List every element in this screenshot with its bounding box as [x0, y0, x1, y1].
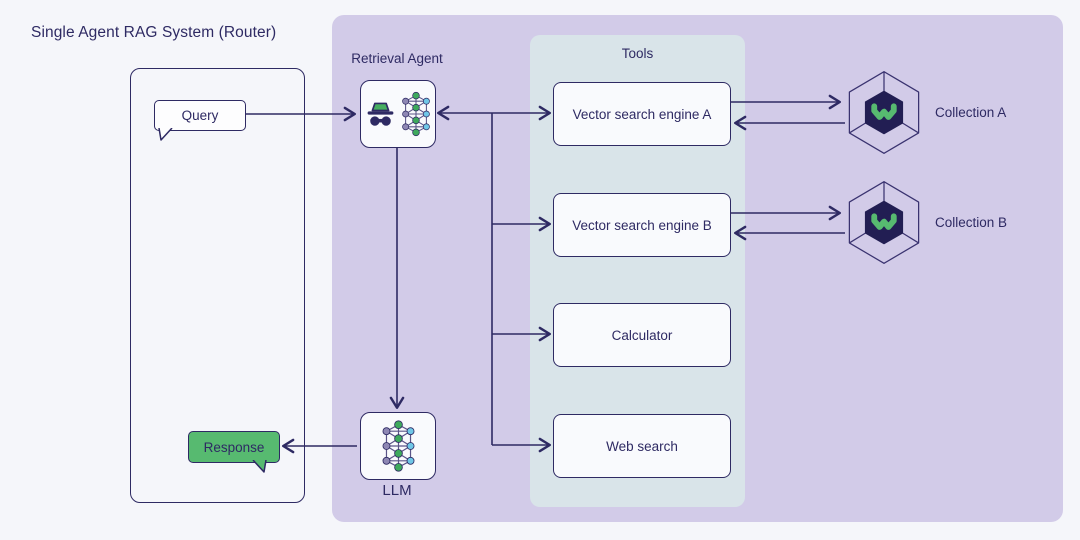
tool-calculator: Calculator [553, 303, 731, 367]
weaviate-w-glyph [871, 103, 897, 120]
tool-label: Vector search engine A [572, 106, 712, 122]
weaviate-collection-b-icon [848, 181, 920, 264]
client-boundary-box [130, 68, 305, 503]
retrieval-agent-label: Retrieval Agent [351, 51, 443, 66]
llm-label: LLM [382, 482, 412, 499]
query-bubble: Query [154, 100, 246, 131]
llm-node [360, 412, 436, 480]
retrieval-agent-node [360, 80, 436, 148]
incognito-agent-icon [367, 102, 393, 126]
response-bubble-tail [252, 459, 267, 473]
collection-a-label: Collection A [935, 105, 1007, 120]
tool-label: Calculator [611, 327, 673, 343]
neural-network-icon [382, 420, 414, 472]
tool-web-search: Web search [553, 414, 731, 478]
tool-label: Vector search engine B [572, 217, 712, 233]
response-label: Response [203, 439, 265, 455]
diagram-title: Single Agent RAG System (Router) [31, 24, 277, 41]
tool-vector-search-a: Vector search engine A [553, 82, 731, 146]
weaviate-w-glyph [871, 213, 897, 230]
tool-vector-search-b: Vector search engine B [553, 193, 731, 257]
query-bubble-tail [158, 127, 173, 141]
tools-panel-title: Tools [621, 46, 654, 61]
collection-b-label: Collection B [935, 215, 1008, 230]
tool-label: Web search [606, 438, 678, 454]
response-bubble: Response [188, 431, 280, 463]
query-label: Query [181, 108, 219, 123]
neural-network-icon [401, 91, 430, 137]
weaviate-collection-a-icon [848, 71, 920, 154]
